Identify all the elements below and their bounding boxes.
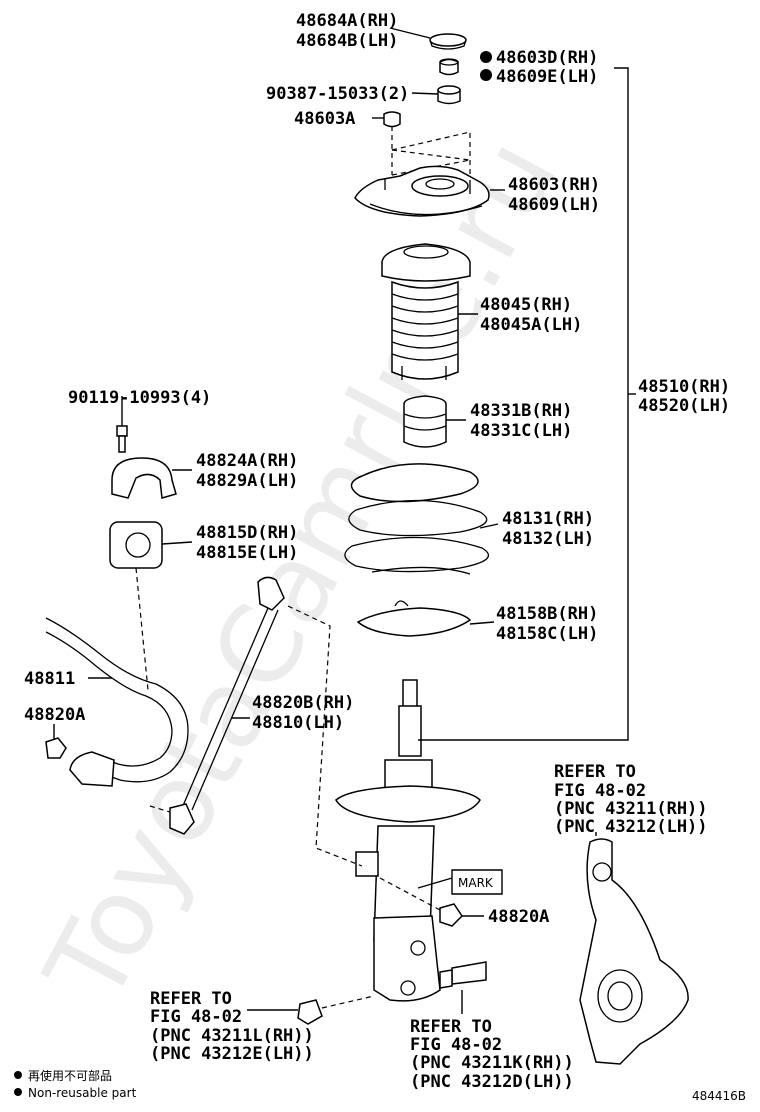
ref-knuckle-line2: FIG 48-02 xyxy=(554,781,646,801)
label-48331b: 48331B(RH) xyxy=(470,401,572,421)
ref-bolt-right-line4: (PNC 43212D(LH)) xyxy=(410,1072,574,1092)
flange-nut-part xyxy=(383,111,401,128)
ref-bolt-right: REFER TO FIG 48-02 (PNC 43211K(RH)) (PNC… xyxy=(410,1017,574,1092)
label-48820b: 48820B(RH) xyxy=(252,693,354,713)
label-48520: 48520(LH) xyxy=(638,396,730,416)
ref-bolt-left-line2: FIG 48-02 xyxy=(150,1007,242,1027)
label-48131: 48131(RH) xyxy=(502,509,594,529)
ref-bolt-right-line3: (PNC 43211K(RH)) xyxy=(410,1053,574,1073)
dust-cap-part xyxy=(429,33,467,50)
ref-knuckle-line4: (PNC 43212(LH)) xyxy=(554,817,708,837)
assembly-guide xyxy=(287,605,363,867)
ref-knuckle-line1: REFER TO xyxy=(554,762,636,782)
watermark: ToyotaCamrlne.ru xyxy=(22,120,581,1023)
label-48684a: 48684A(RH) xyxy=(296,11,398,31)
label-48158c: 48158C(LH) xyxy=(496,624,598,644)
strut-mount-part xyxy=(354,165,490,217)
ref-bolt-left-line3: (PNC 43211L(RH)) xyxy=(150,1026,314,1046)
stud-guide xyxy=(391,131,471,190)
link-nut-part xyxy=(439,903,463,927)
stabilizer-bushing-part xyxy=(109,521,163,569)
ref-bolt-left-line4: (PNC 43212E(LH)) xyxy=(150,1044,314,1064)
part-labels: 48684A(RH) 48684B(LH) 48603D(RH) 48609E(… xyxy=(24,11,730,927)
label-48815e: 48815E(LH) xyxy=(196,543,298,563)
strut-bolt-part xyxy=(439,961,487,989)
stabilizer-bracket-part xyxy=(111,457,177,499)
bump-stopper-part xyxy=(403,395,447,448)
label-48045a: 48045A(LH) xyxy=(480,315,582,335)
stabilizer-nut-part xyxy=(45,737,67,759)
strut-nut-part xyxy=(297,999,323,1025)
assembly-guide xyxy=(149,805,171,813)
label-mark: MARK xyxy=(458,876,494,890)
coil-spring-part xyxy=(344,463,489,575)
label-48684b: 48684B(LH) xyxy=(296,31,398,51)
steering-knuckle-part xyxy=(579,838,689,1065)
label-48331c: 48331C(LH) xyxy=(470,421,572,441)
assembly-guide xyxy=(379,877,441,911)
non-reusable-mark xyxy=(480,69,492,81)
label-48603d: 48603D(RH) xyxy=(496,48,598,68)
label-48811: 48811 xyxy=(24,669,75,689)
legend-en: Non-reusable part xyxy=(28,1086,137,1100)
label-48045: 48045(RH) xyxy=(480,295,572,315)
label-48829a: 48829A(LH) xyxy=(196,471,298,491)
label-48603a: 48603A xyxy=(294,109,355,129)
ref-knuckle: REFER TO FIG 48-02 (PNC 43211(RH)) (PNC … xyxy=(554,762,708,837)
label-48609: 48609(LH) xyxy=(508,195,600,215)
figure-id: 484416B xyxy=(692,1089,746,1103)
label-48820a-right: 48820A xyxy=(488,907,549,927)
upper-spring-seat-part xyxy=(381,243,471,380)
stabilizer-link-part xyxy=(169,576,285,835)
label-48824a: 48824A(RH) xyxy=(196,451,298,471)
assembly-guide xyxy=(135,567,149,691)
bracket-bolt-part xyxy=(116,425,128,453)
assembly-guide xyxy=(321,995,375,1009)
ref-knuckle-line3: (PNC 43211(RH)) xyxy=(554,799,708,819)
label-48609e: 48609E(LH) xyxy=(496,67,598,87)
ref-bolt-right-line2: FIG 48-02 xyxy=(410,1035,502,1055)
ref-bolt-left-line1: REFER TO xyxy=(150,989,232,1009)
legend-jp: 再使用不可部品 xyxy=(28,1068,112,1083)
label-48815d: 48815D(RH) xyxy=(196,523,298,543)
label-48603: 48603(RH) xyxy=(508,175,600,195)
label-48510: 48510(RH) xyxy=(638,377,730,397)
lower-insulator-part xyxy=(356,600,472,637)
collar-part xyxy=(437,85,461,105)
non-reusable-mark xyxy=(480,51,492,63)
label-48132: 48132(LH) xyxy=(502,529,594,549)
ref-bolt-right-line1: REFER TO xyxy=(410,1017,492,1037)
legend-dot xyxy=(14,1071,22,1079)
ref-bolt-left: REFER TO FIG 48-02 (PNC 43211L(RH)) (PNC… xyxy=(150,989,314,1064)
stabilizer-bar-part xyxy=(45,617,189,787)
label-48810: 48810(LH) xyxy=(252,713,344,733)
shock-absorber-part xyxy=(335,679,481,1002)
label-48158b: 48158B(RH) xyxy=(496,604,598,624)
label-90387: 90387-15033(2) xyxy=(266,84,409,104)
legend-dot xyxy=(14,1088,22,1096)
mount-nut-part xyxy=(439,58,459,76)
label-90119: 90119-10993(4) xyxy=(68,388,211,408)
label-48820a-left: 48820A xyxy=(24,705,85,725)
leader-lines xyxy=(53,27,636,1014)
